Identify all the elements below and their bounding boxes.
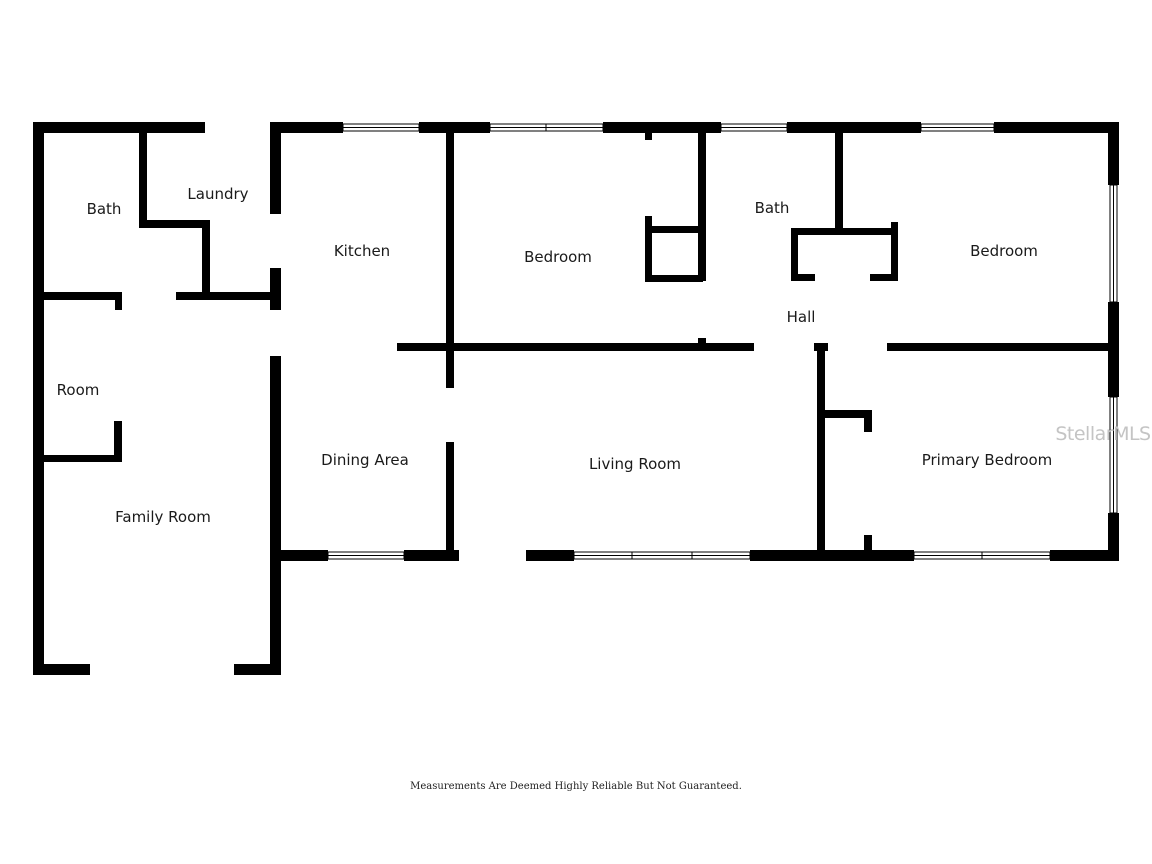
wall-left [33, 122, 44, 675]
wall-linen-bottom-1 [791, 274, 815, 281]
wall-bottom-3 [526, 550, 574, 561]
wall-family-bottom-2 [234, 664, 281, 675]
wall-right-1 [1108, 122, 1119, 185]
wall-closet-top [645, 226, 705, 233]
walls [33, 122, 1119, 675]
wall-dining-living-v [446, 442, 454, 556]
disclaimer: Measurements Are Deemed Highly Reliable … [410, 781, 742, 792]
label-family-room: Family Room [115, 508, 211, 526]
watermark: StellarMLS [1055, 423, 1150, 445]
wall-top-2 [272, 122, 343, 133]
label-kitchen: Kitchen [334, 242, 390, 260]
label-bedroom-center: Bedroom [524, 248, 592, 266]
label-primary-bedroom: Primary Bedroom [922, 451, 1053, 469]
wall-room-stub-top [115, 292, 122, 310]
label-bath-left: Bath [87, 200, 122, 218]
wall-room-right [114, 421, 122, 461]
label-bath-center: Bath [755, 199, 790, 217]
label-hall: Hall [787, 308, 816, 326]
wall-hall-stub-left [698, 338, 706, 350]
wall-closet-primary-right-1 [864, 410, 872, 432]
windows [327, 123, 1118, 560]
wall-bottom-4 [750, 550, 914, 561]
wall-room-bottom [38, 455, 122, 462]
wall-top-1 [33, 122, 205, 133]
wall-kitchen-west-1 [270, 122, 281, 214]
wall-right-3 [1108, 513, 1119, 561]
wall-closet-primary-top [817, 410, 872, 418]
wall-bottom-1 [270, 550, 328, 561]
label-bedroom-right: Bedroom [970, 242, 1038, 260]
wall-closet-top-stub [645, 128, 652, 140]
wall-laundry-stub [202, 220, 210, 297]
wall-top-5 [787, 122, 921, 133]
label-laundry: Laundry [187, 185, 248, 203]
wall-bedroom-primary-h [887, 343, 1119, 351]
wall-bath-right [835, 128, 843, 231]
wall-linen-bottom-2 [870, 274, 897, 281]
wall-kitchen-west-3 [270, 356, 281, 675]
wall-bedroom-living-h [397, 343, 754, 351]
label-room: Room [57, 381, 100, 399]
wall-linen-top [791, 228, 897, 235]
room-labels: Bath Laundry Kitchen Bedroom Bath Bedroo… [57, 185, 1053, 526]
wall-linen-left [791, 228, 798, 281]
wall-closet-primary-right-2 [864, 535, 872, 556]
wall-top-6 [994, 122, 1119, 133]
wall-kitchen-west-2 [270, 268, 281, 310]
wall-closet-bottom [645, 275, 703, 282]
wall-bottom-2 [404, 550, 459, 561]
wall-bath-bottom [38, 292, 122, 300]
wall-bath-left [698, 128, 706, 281]
wall-top-3 [419, 122, 490, 133]
label-dining-area: Dining Area [321, 451, 409, 469]
wall-bottom-5 [1050, 550, 1119, 561]
wall-closet-primary-left [817, 343, 825, 556]
wall-kitchen-bedroom-v [446, 128, 454, 388]
wall-laundry-bottom [176, 292, 274, 300]
wall-family-bottom-1 [33, 664, 90, 675]
wall-bedroom-right-left [891, 222, 898, 281]
wall-closet-left [645, 216, 652, 281]
wall-top-4 [603, 122, 721, 133]
label-living-room: Living Room [589, 455, 681, 473]
wall-bath-laundry-h [139, 220, 209, 228]
wall-bath-laundry-v [139, 128, 147, 226]
